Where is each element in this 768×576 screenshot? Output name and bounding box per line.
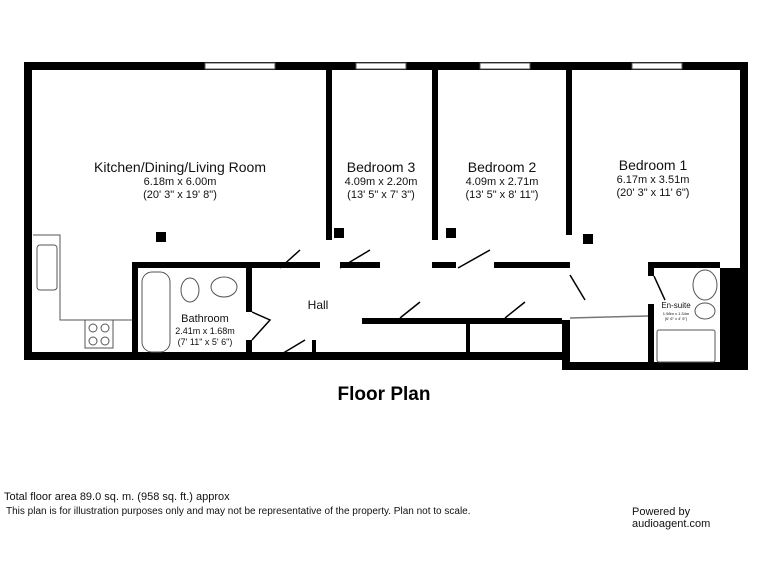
room-metric: 4.09m x 2.71m <box>465 176 539 188</box>
room-name: Hall <box>307 298 329 312</box>
room-metric: 1.98m x 1.34m <box>662 311 690 316</box>
room-metric: 4.09m x 2.20m <box>344 176 418 188</box>
plan-title: Floor Plan <box>337 384 431 405</box>
room-en-suite: En-suite 1.98m x 1.34m (6' 6" x 4' 5") <box>661 301 690 321</box>
room-imperial: (20' 3" x 19' 8") <box>143 189 217 201</box>
room-name: Bathroom <box>181 313 229 325</box>
powered-by: Powered by audioagent.com <box>632 506 711 530</box>
windows <box>204 62 683 70</box>
room-name: Kitchen/Dining/Living Room <box>94 159 266 175</box>
room-imperial: (13' 5" x 8' 11") <box>465 189 539 201</box>
fixtures <box>33 234 718 363</box>
room-bedroom-3: Bedroom 3 4.09m x 2.20m (13' 5" x 7' 3") <box>345 158 418 202</box>
room-imperial: (6' 6" x 4' 5") <box>664 316 688 321</box>
room-kitchen: Kitchen/Dining/Living Room 6.18m x 6.00m… <box>94 158 266 202</box>
room-hall: Hall <box>308 296 329 314</box>
disclaimer: This plan is for illustration purposes o… <box>6 506 471 517</box>
room-bedroom-1: Bedroom 1 6.17m x 3.51m (20' 3" x 11' 6"… <box>617 156 690 200</box>
room-imperial: (13' 5" x 7' 3") <box>347 189 415 201</box>
room-name: Bedroom 2 <box>467 159 537 175</box>
walls <box>24 62 748 370</box>
room-metric: 2.41m x 1.68m <box>175 326 235 336</box>
doors <box>251 249 666 356</box>
total-area: Total floor area 89.0 sq. m. (958 sq. ft… <box>4 491 230 503</box>
room-imperial: (20' 3" x 11' 6") <box>616 187 690 199</box>
room-bathroom: Bathroom 2.41m x 1.68m (7' 11" x 5' 6") <box>175 313 235 348</box>
room-name: En-suite <box>661 301 691 310</box>
room-imperial: (7' 11" x 5' 6") <box>177 337 233 347</box>
room-metric: 6.17m x 3.51m <box>616 174 690 186</box>
room-metric: 6.18m x 6.00m <box>143 176 217 188</box>
room-name: Bedroom 1 <box>618 157 688 173</box>
room-name: Bedroom 3 <box>346 159 416 175</box>
room-bedroom-2: Bedroom 2 4.09m x 2.71m (13' 5" x 8' 11"… <box>466 158 539 202</box>
